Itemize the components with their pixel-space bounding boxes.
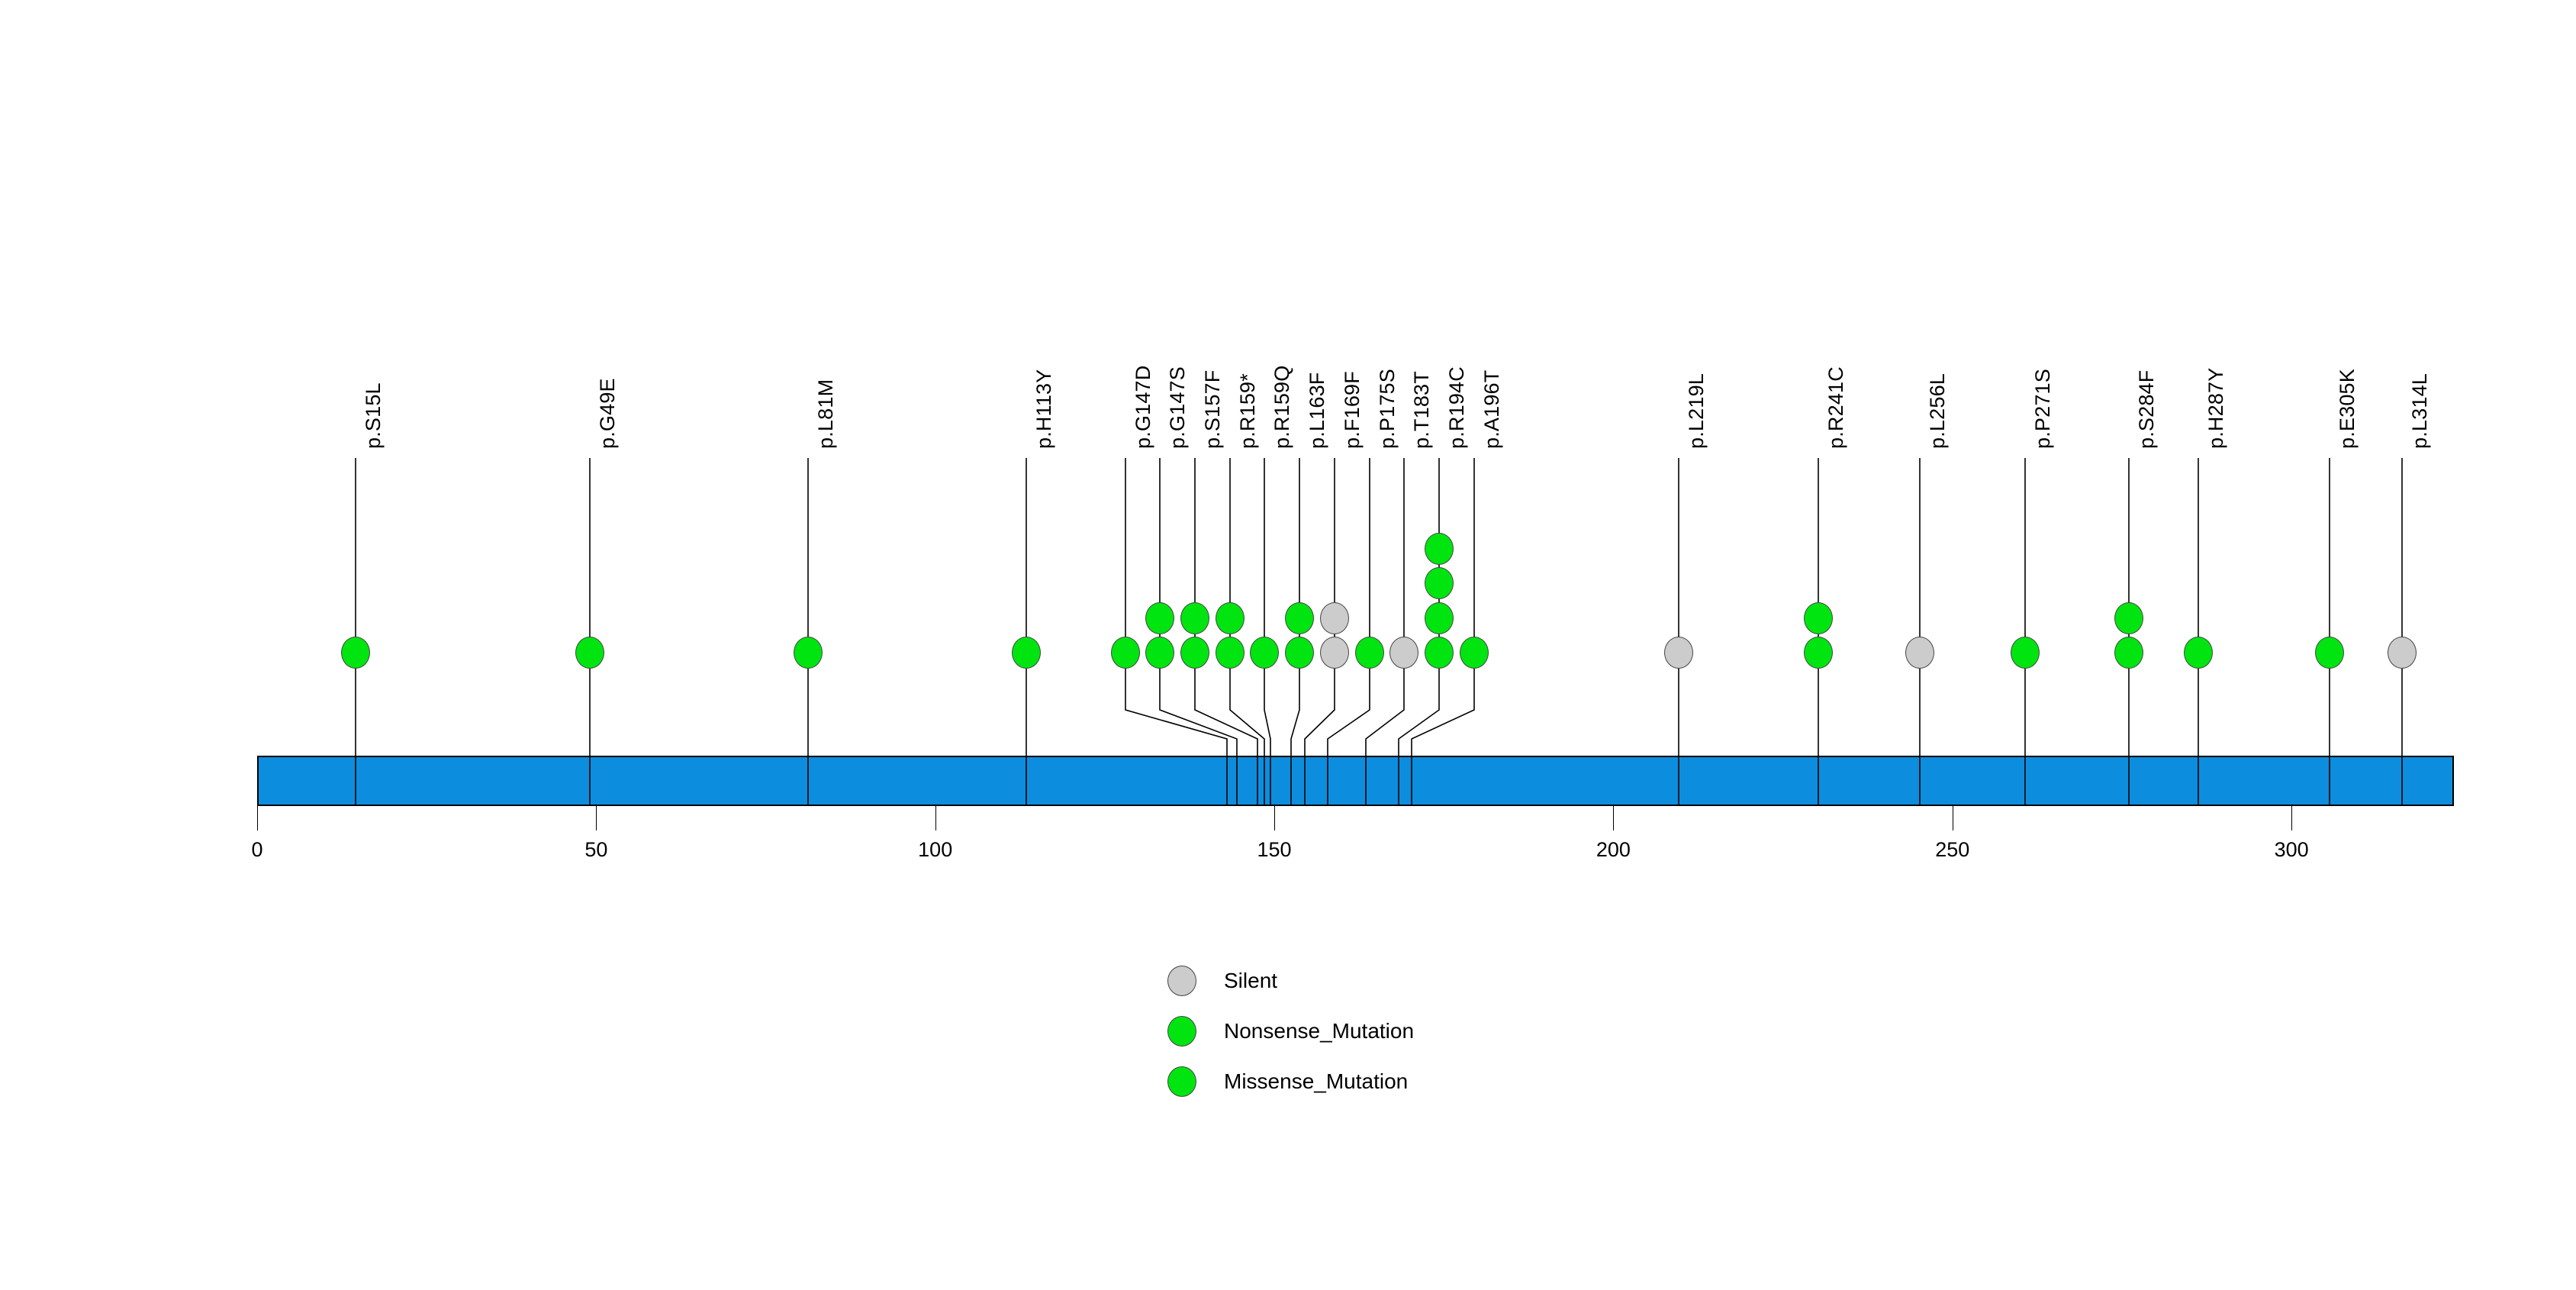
lollipop-head[interactable] [1425, 637, 1454, 669]
axis-tick [935, 806, 936, 830]
lollipop-head[interactable] [1180, 601, 1209, 634]
axis-tick [596, 806, 597, 830]
lollipop-head[interactable] [1012, 637, 1041, 669]
lollipop-head[interactable] [1425, 601, 1454, 634]
lollipop-head[interactable] [1320, 601, 1349, 634]
mutation-label: p.L314L [2408, 373, 2431, 449]
lollipop-head[interactable] [2011, 637, 2040, 669]
legend-label: Silent [1224, 969, 1278, 992]
lollipop-head[interactable] [575, 637, 604, 669]
axis-tick-label: 200 [1596, 838, 1631, 861]
mutation-label: p.P271S [2031, 369, 2054, 449]
lollipop-stem [1365, 458, 1405, 806]
lollipop-stem [1125, 458, 1228, 806]
lollipop-head[interactable] [1216, 637, 1245, 669]
axis-tick-label: 150 [1257, 838, 1292, 861]
mutation-label: p.L256L [1926, 373, 1949, 449]
lollipop-head[interactable] [2388, 637, 2417, 669]
lollipop-head[interactable] [2114, 637, 2143, 669]
mutation-label: p.R241C [1824, 366, 1847, 449]
lollipop-stem [1264, 458, 1271, 806]
mutation-label: p.G49E [596, 378, 619, 449]
mutation-label: p.R159Q [1270, 365, 1293, 449]
lollipop-head[interactable] [794, 637, 823, 669]
lollipop-head[interactable] [1285, 601, 1314, 634]
lollipop-head[interactable] [1145, 637, 1174, 669]
lollipop-head[interactable] [1145, 601, 1174, 634]
lollipop-head[interactable] [1180, 637, 1209, 669]
mutation-label: p.G147D [1132, 365, 1154, 449]
axis-tick-label: 300 [2274, 838, 2309, 861]
lollipop-head[interactable] [1250, 637, 1279, 669]
lollipop-head[interactable] [2184, 637, 2213, 669]
lollipop-head[interactable] [1804, 601, 1833, 634]
axis-tick-label: 250 [1935, 838, 1970, 861]
lollipop-head[interactable] [2114, 601, 2143, 634]
mutation-label: p.R194C [1445, 366, 1468, 449]
mutation-label: p.L219L [1685, 373, 1708, 449]
lollipop-head[interactable] [1905, 637, 1934, 669]
legend-label: Missense_Mutation [1224, 1069, 1409, 1093]
mutation-label: p.A196T [1480, 369, 1503, 449]
mutation-label: p.L163F [1306, 372, 1328, 449]
mutation-label: p.S284F [2135, 369, 2158, 449]
lollipop-head[interactable] [1425, 567, 1454, 599]
lollipop-head[interactable] [1216, 601, 1245, 634]
lollipop-head[interactable] [341, 637, 370, 669]
axis-tick-label: 50 [584, 838, 608, 861]
axis-tick [1613, 806, 1615, 830]
legend-dot-icon [1167, 1016, 1196, 1047]
axis-tick-label: 100 [918, 838, 953, 861]
lollipop-head[interactable] [1460, 637, 1489, 669]
mutation-label: p.L81M [814, 379, 837, 449]
axis-tick-label: 0 [251, 838, 263, 861]
legend-dot-icon [1167, 966, 1196, 996]
legend-item[interactable]: Nonsense_Mutation [1167, 1016, 1414, 1047]
lollipop-head[interactable] [2315, 637, 2344, 669]
axis-tick [1274, 806, 1276, 830]
lollipop-head[interactable] [1285, 637, 1314, 669]
mutation-label: p.R159* [1236, 373, 1259, 449]
legend-dot-icon [1167, 1066, 1196, 1097]
mutation-label: p.T183T [1410, 371, 1433, 449]
legend-item[interactable]: Missense_Mutation [1167, 1066, 1408, 1097]
mutation-label: p.F169F [1341, 371, 1364, 449]
protein-backbone-bar [257, 756, 2455, 806]
lollipop-head[interactable] [1804, 637, 1833, 669]
legend-item[interactable]: Silent [1167, 966, 1277, 996]
lollipop-head[interactable] [1355, 637, 1384, 669]
mutation-label: p.S157F [1201, 369, 1224, 449]
axis-tick [257, 806, 258, 830]
lollipop-head[interactable] [1320, 637, 1349, 669]
lollipop-head[interactable] [1425, 532, 1454, 565]
mutation-label: p.G147S [1166, 366, 1189, 449]
mutation-label: p.H287Y [2204, 367, 2227, 449]
mutation-label: p.E305K [2336, 369, 2359, 449]
axis-tick [2291, 806, 2293, 830]
mutation-label: p.H113Y [1032, 369, 1055, 449]
lollipop-head[interactable] [1389, 637, 1418, 669]
mutation-label: p.S15L [362, 382, 385, 449]
lollipop-head[interactable] [1664, 637, 1693, 669]
mutation-label: p.P175S [1376, 369, 1399, 449]
lollipop-head[interactable] [1111, 637, 1140, 669]
legend-label: Nonsense_Mutation [1224, 1019, 1415, 1043]
